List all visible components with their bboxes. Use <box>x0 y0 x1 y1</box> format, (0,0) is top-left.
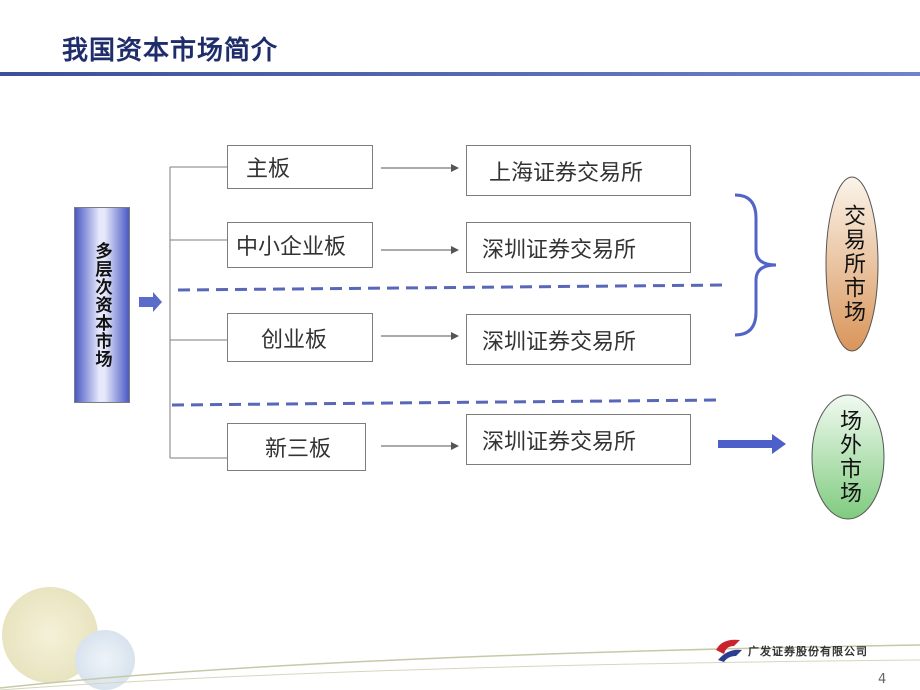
root-node: 多层次资本市场 <box>74 207 130 403</box>
logo-text: 广发证券股份有限公司 <box>748 645 868 658</box>
exchange-label: 深圳证券交易所 <box>482 237 637 263</box>
otc-market-ellipse <box>811 394 885 520</box>
page-title: 我国资本市场简介 <box>62 36 279 66</box>
title-rule <box>0 72 920 76</box>
board-box: 新三板 <box>227 423 366 471</box>
logo-mark-icon <box>718 649 742 662</box>
board-box: 主板 <box>227 145 373 189</box>
dashed-separator <box>177 283 729 292</box>
exchange-box: 深圳证券交易所 <box>466 414 691 465</box>
board-label: 新三板 <box>265 437 332 462</box>
decor-circle <box>2 587 98 683</box>
exchange-box: 深圳证券交易所 <box>466 314 691 365</box>
page-number: 4 <box>878 672 887 687</box>
decor-swoosh <box>0 644 920 689</box>
root-arrow <box>139 292 162 312</box>
decor-circle <box>75 630 135 690</box>
decor-swoosh <box>0 659 920 690</box>
exchange-label: 深圳证券交易所 <box>482 429 637 455</box>
root-label: 多层次资本市场 <box>91 242 112 368</box>
brace <box>734 193 777 337</box>
logo-mark-icon <box>716 639 740 654</box>
exchange-market-label: 交易所市场 <box>840 204 865 324</box>
exchange-market-node: 交易所市场 <box>826 177 878 351</box>
exchange-label: 深圳证券交易所 <box>482 329 637 355</box>
otc-arrow <box>718 434 786 454</box>
board-box: 创业板 <box>227 313 373 362</box>
exchange-box: 上海证券交易所 <box>466 145 691 196</box>
exchange-box: 深圳证券交易所 <box>466 222 691 273</box>
exchange-market-ellipse <box>825 176 879 352</box>
exchange-label: 上海证券交易所 <box>489 160 644 186</box>
dashed-separator <box>171 398 721 407</box>
company-logo: 广发证券股份有限公司 <box>744 643 868 659</box>
board-box: 中小企业板 <box>227 222 373 268</box>
board-label: 中小企业板 <box>236 235 347 260</box>
board-label: 创业板 <box>261 327 328 353</box>
otc-market-node: 场外市场 <box>812 395 884 519</box>
otc-market-label: 场外市场 <box>836 409 861 505</box>
board-label: 主板 <box>246 157 291 182</box>
